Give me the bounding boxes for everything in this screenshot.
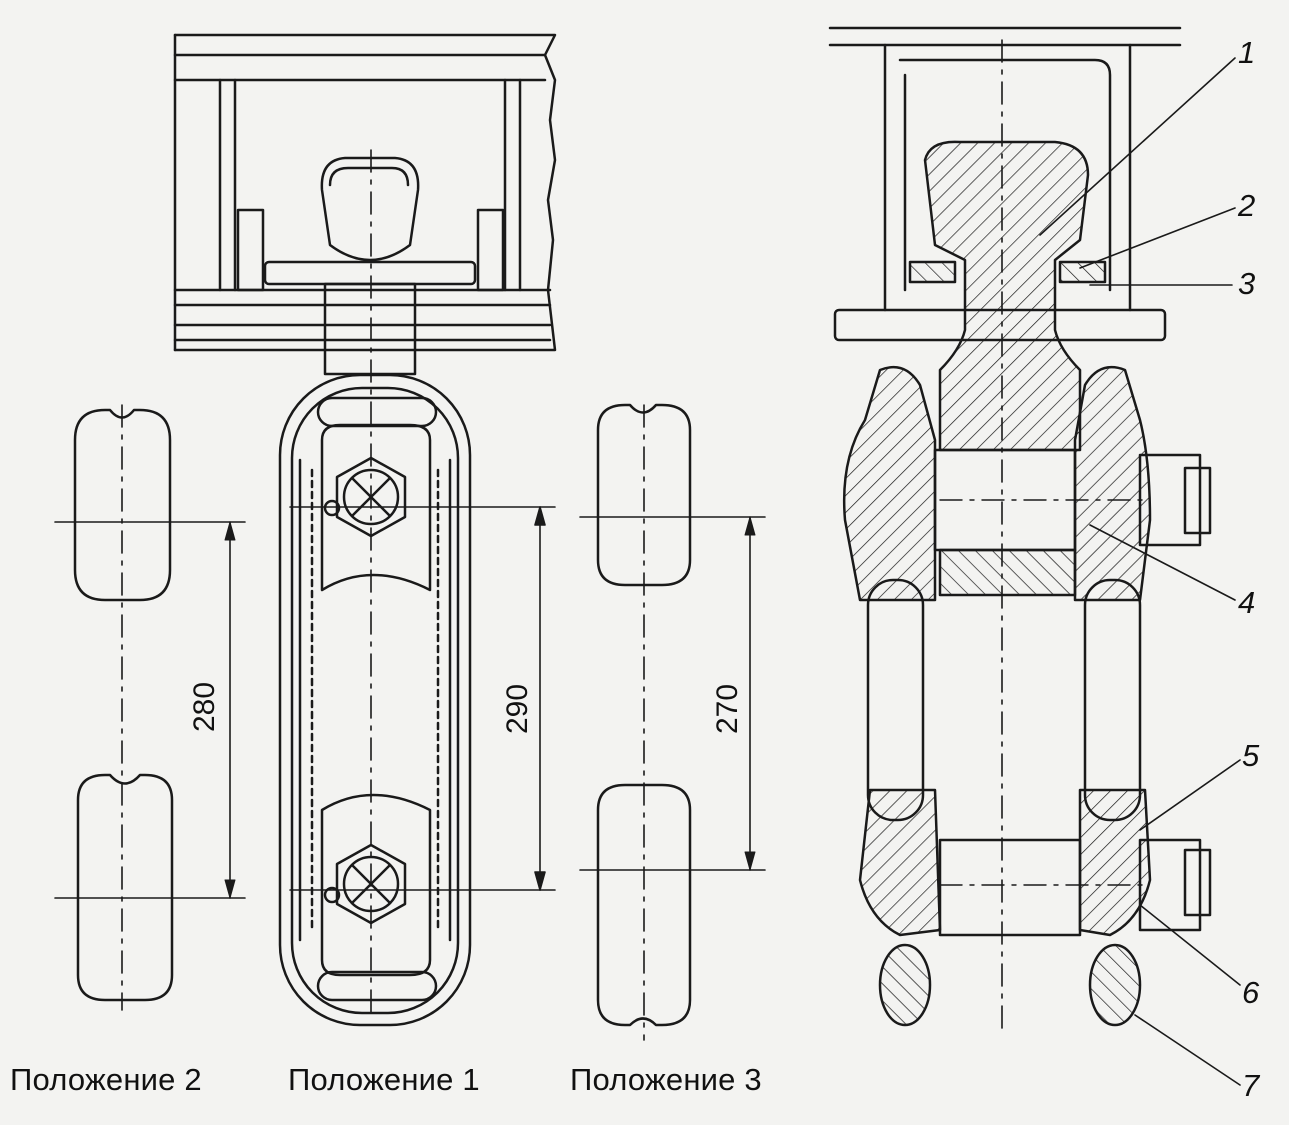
callout-1: 1: [1238, 35, 1256, 70]
rail-cap-left: [263, 156, 477, 376]
bolt-top: [323, 456, 407, 538]
dimension-label-290: 290: [501, 683, 535, 735]
track-shoe-position-2: [54, 404, 246, 1011]
callout-7: 7: [1242, 1068, 1260, 1103]
upper-link-section: [842, 365, 1212, 602]
callout-2: 2: [1238, 188, 1256, 223]
rail-section-1: [908, 140, 1107, 452]
dimension-label-280: 280: [188, 681, 222, 733]
caption-position-2: Положение 2: [10, 1062, 202, 1097]
lower-link-section: [858, 788, 1212, 1027]
track-shoe-position-3: [579, 403, 766, 1041]
callout-5: 5: [1242, 738, 1260, 773]
frame-left: [173, 33, 557, 352]
caption-position-3: Положение 3: [570, 1062, 762, 1097]
callout-4: 4: [1238, 585, 1256, 620]
bolt-bottom: [323, 843, 407, 925]
dimension-label-270: 270: [711, 683, 745, 735]
callout-3: 3: [1238, 266, 1256, 301]
callout-leaders: [1039, 57, 1241, 1086]
caption-position-1: Положение 1: [288, 1062, 480, 1097]
dimension-290: [289, 506, 556, 891]
callout-6: 6: [1242, 975, 1260, 1010]
track-link-position-1: [278, 373, 472, 1027]
middle-links: [866, 578, 1142, 822]
